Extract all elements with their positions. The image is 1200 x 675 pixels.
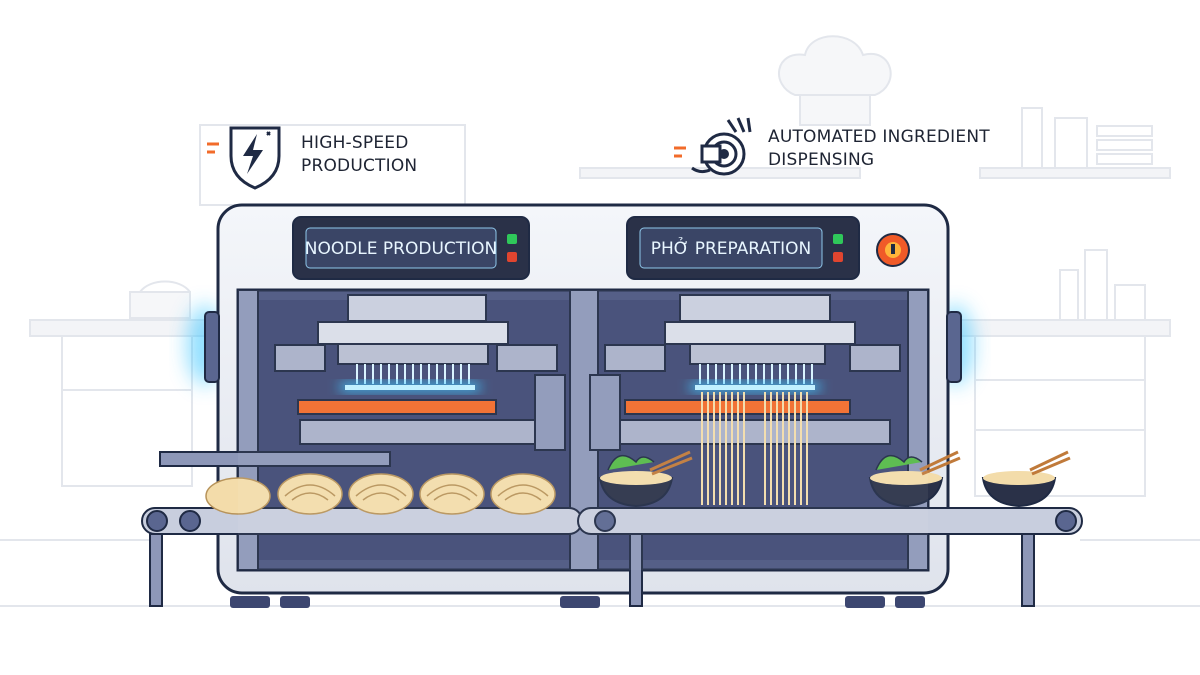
status-light-red [833, 252, 843, 262]
feature-title-line2: DISPENSING [768, 150, 875, 170]
feature-title-line2: PRODUCTION [301, 156, 418, 176]
status-light-green [507, 234, 517, 244]
left-control-panel: NOODLE PRODUCTION [292, 216, 530, 280]
kitchen-background [0, 35, 1200, 607]
feature-title-line1: HIGH-SPEED [301, 133, 409, 153]
feature-title-line1: AUTOMATED INGREDIENT [768, 127, 990, 147]
feeder-rail [159, 451, 391, 467]
lightning-shield-icon [207, 126, 281, 190]
feature-high-speed: HIGH-SPEED PRODUCTION [205, 120, 417, 190]
feature-ingredient-dispensing: AUTOMATED INGREDIENT DISPENSING [672, 110, 990, 190]
right-control-panel: PHỞ PREPARATION [626, 216, 860, 280]
dispenser-target-icon [674, 117, 752, 176]
noodle-production-unit [274, 294, 566, 451]
glass-front [238, 290, 928, 570]
status-light-red [507, 252, 517, 262]
conveyor-left [141, 507, 583, 607]
pho-bowl-2 [868, 450, 961, 508]
noodle-production-label: NOODLE PRODUCTION [305, 239, 498, 259]
pho-preparation-unit [589, 294, 901, 505]
conveyor-right [577, 507, 1083, 607]
emergency-stop-button [876, 233, 910, 267]
pho-preparation-label: PHỞ PREPARATION [651, 236, 812, 259]
pho-bowl-1 [598, 450, 693, 508]
status-light-green [833, 234, 843, 244]
noodle-nests [205, 473, 556, 515]
pho-bowl-3 [981, 450, 1071, 508]
